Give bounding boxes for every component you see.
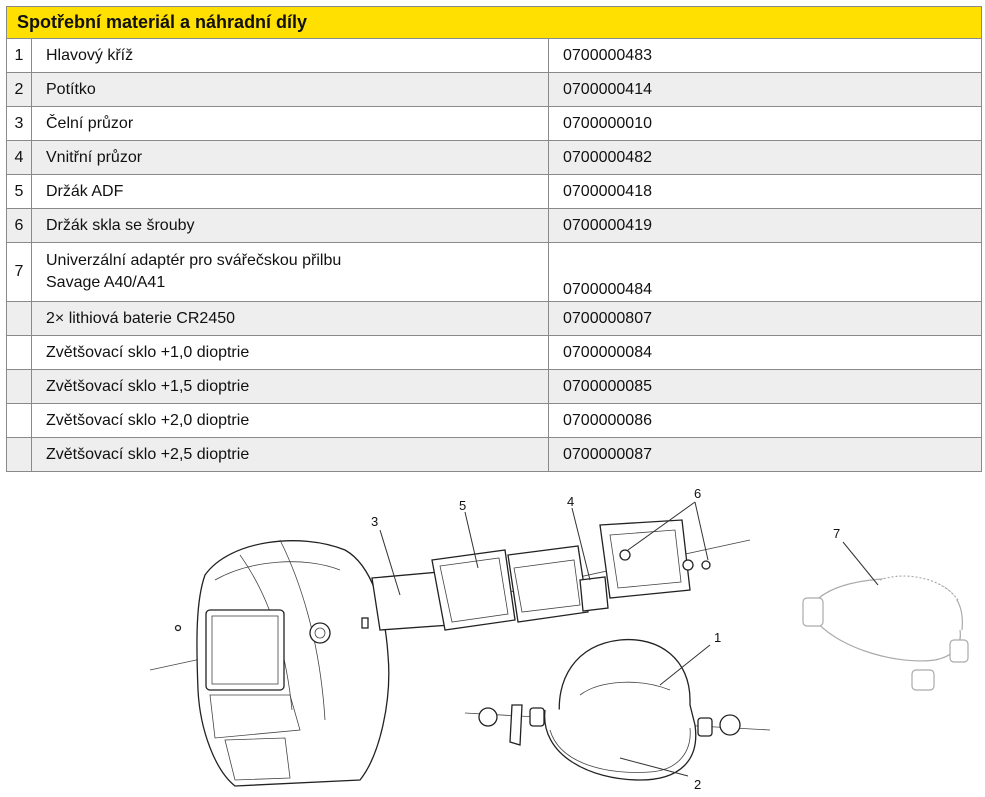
callout-5: 5	[459, 498, 466, 513]
row-description: Potítko	[31, 72, 549, 107]
description-line: Čelní průzor	[46, 114, 134, 132]
table-title: Spotřební materiál a náhradní díly	[6, 6, 982, 39]
glass-holder-with-screws	[599, 519, 711, 599]
row-number: 5	[6, 174, 32, 209]
description-line: Potítko	[46, 80, 96, 98]
description-line: Univerzální adaptér pro svářečskou přilb…	[46, 252, 342, 269]
row-number: 2	[6, 72, 32, 107]
callout-2-leader	[619, 757, 689, 777]
row-number: 3	[6, 106, 32, 141]
table-header-row: Spotřební materiál a náhradní díly	[6, 6, 982, 39]
row-number	[6, 301, 32, 336]
callout-7: 7	[833, 526, 840, 541]
table-row: 7 Univerzální adaptér pro svářečskou přil…	[6, 242, 982, 302]
callout-3-leader	[379, 529, 401, 596]
row-part-number: 0700000418	[548, 174, 982, 209]
row-description: Vnitřní průzor	[31, 140, 549, 175]
description-line: Vnitřní průzor	[46, 148, 143, 166]
table-row: 5 Držák ADF 0700000418	[6, 174, 982, 209]
callout-3: 3	[371, 514, 378, 529]
adf-cartridge	[507, 545, 589, 623]
row-number	[6, 403, 32, 438]
row-part-number: 0700000482	[548, 140, 982, 175]
table-row: 2× lithiová baterie CR2450 0700000807	[6, 301, 982, 336]
row-part-number: 0700000807	[548, 301, 982, 336]
row-number	[6, 335, 32, 370]
table-row: Zvětšovací sklo +1,0 dioptrie 0700000084	[6, 335, 982, 370]
row-part-number: 0700000086	[548, 403, 982, 438]
callout-6-leader-b	[694, 501, 709, 561]
table-row: 4 Vnitřní průzor 0700000482	[6, 140, 982, 175]
parts-table-body: Spotřební materiál a náhradní díly 1 Hlav…	[6, 6, 982, 472]
description-line: 2× lithiová baterie CR2450	[46, 309, 236, 327]
row-part-number: 0700000010	[548, 106, 982, 141]
row-number	[6, 437, 32, 472]
row-part-number: 0700000414	[548, 72, 982, 107]
callout-4: 4	[567, 494, 574, 509]
row-description: Zvětšovací sklo +2,5 dioptrie	[31, 437, 549, 472]
row-part-number: 0700000087	[548, 437, 982, 472]
row-part-number: 0700000419	[548, 208, 982, 243]
table-row: Zvětšovací sklo +1,5 dioptrie 0700000085	[6, 369, 982, 404]
row-description: 2× lithiová baterie CR2450	[31, 301, 549, 336]
row-number: 1	[6, 38, 32, 73]
row-number: 7	[6, 242, 32, 302]
callout-7-leader	[842, 541, 879, 586]
universal-adapter	[802, 575, 969, 691]
row-description: Univerzální adaptér pro svářečskou přilb…	[31, 242, 549, 302]
inner-cover-lens	[579, 576, 609, 612]
callout-2: 2	[694, 777, 701, 792]
table-row: 2 Potítko 0700000414	[6, 72, 982, 107]
exploded-helmet-diagram: 3 5 4 6 7 1 2	[149, 486, 969, 792]
table-row: Zvětšovací sklo +2,5 dioptrie 0700000087	[6, 437, 982, 472]
callout-1-leader	[659, 644, 711, 686]
description-line: Zvětšovací sklo +2,0 dioptrie	[46, 411, 250, 429]
row-number	[6, 369, 32, 404]
welding-helmet-shell	[174, 539, 390, 787]
callout-1: 1	[714, 630, 721, 645]
table-row: 3 Čelní průzor 0700000010	[6, 106, 982, 141]
table-row: Zvětšovací sklo +2,0 dioptrie 0700000086	[6, 403, 982, 438]
description-line: Zvětšovací sklo +1,0 dioptrie	[46, 343, 250, 361]
callout-6: 6	[694, 486, 701, 501]
callout-4-leader	[571, 507, 591, 581]
row-description: Držák ADF	[31, 174, 549, 209]
adf-holder	[431, 549, 516, 631]
description-line: Držák ADF	[46, 182, 124, 200]
description-line: Hlavový kříž	[46, 46, 134, 64]
row-number: 4	[6, 140, 32, 175]
row-part-number: 0700000483	[548, 38, 982, 73]
callout-5-leader	[464, 511, 479, 569]
row-part-number: 0700000085	[548, 369, 982, 404]
table-row: 1 Hlavový kříž 0700000483	[6, 38, 982, 73]
parts-table: Spotřební materiál a náhradní díly 1 Hlav…	[6, 6, 982, 472]
table-row: 6 Držák skla se šrouby 0700000419	[6, 208, 982, 243]
headgear-assembly	[478, 638, 741, 781]
row-part-number: 0700000084	[548, 335, 982, 370]
row-description: Čelní průzor	[31, 106, 549, 141]
description-line: Zvětšovací sklo +2,5 dioptrie	[46, 445, 250, 463]
row-number: 6	[6, 208, 32, 243]
row-description: Hlavový kříž	[31, 38, 549, 73]
callout-6-leader-a	[627, 501, 696, 551]
row-part-number: 0700000484	[548, 242, 982, 302]
row-description: Zvětšovací sklo +2,0 dioptrie	[31, 403, 549, 438]
row-description: Zvětšovací sklo +1,5 dioptrie	[31, 369, 549, 404]
description-line: Držák skla se šrouby	[46, 216, 195, 234]
row-description: Zvětšovací sklo +1,0 dioptrie	[31, 335, 549, 370]
row-description: Držák skla se šrouby	[31, 208, 549, 243]
description-line: Savage A40/A41	[46, 274, 166, 291]
description-line: Zvětšovací sklo +1,5 dioptrie	[46, 377, 250, 395]
